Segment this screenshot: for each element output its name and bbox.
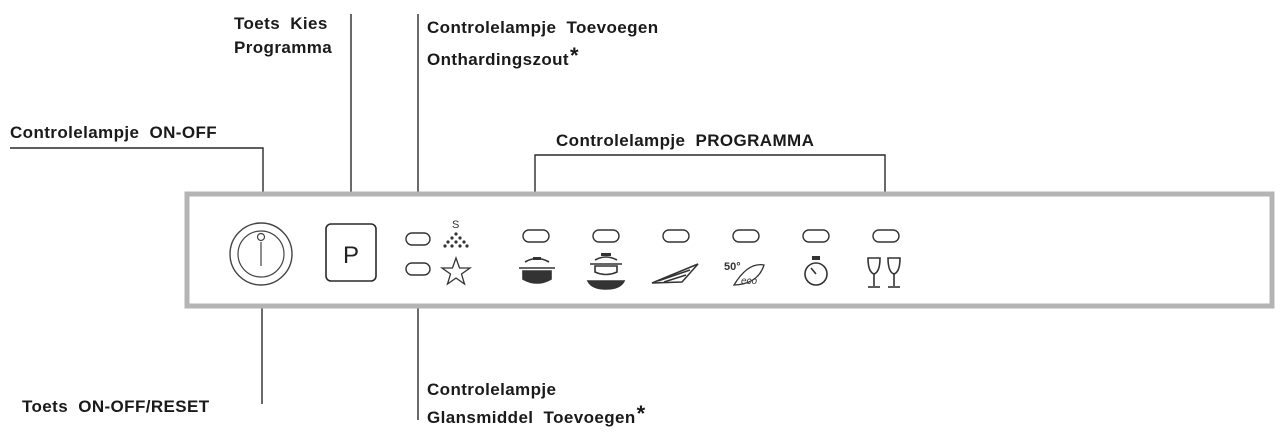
program-lamp-3 — [662, 229, 690, 243]
leader-on-off-light — [10, 147, 264, 196]
leader-lines — [10, 14, 886, 420]
leader-program-lights — [534, 154, 886, 206]
asterisk: * — [636, 401, 646, 426]
label-salt-light: Controlelampje Toevoegen Onthardingszout… — [427, 16, 659, 72]
program-lamp-6 — [872, 229, 900, 243]
pot-and-plate-icon — [586, 253, 626, 290]
label-salt-light-line2: Onthardingszout — [427, 50, 569, 69]
power-icon — [237, 230, 285, 278]
plate-rinse-icon — [651, 263, 699, 284]
program-lamp-4 — [732, 229, 760, 243]
label-rinse-aid-light-line1: Controlelampje — [427, 380, 557, 399]
glasses-icon — [867, 257, 901, 288]
panel-frame — [184, 191, 1275, 309]
label-program-key: Toets Kies Programma — [234, 12, 332, 60]
salt-indicator-lamp — [405, 232, 431, 246]
rinse-aid-icon — [439, 256, 473, 286]
pot-icon — [519, 257, 555, 284]
asterisk: * — [569, 43, 579, 68]
program-button[interactable]: P — [325, 223, 377, 282]
label-program-lights: Controlelampje PROGRAMMA — [556, 131, 815, 150]
label-rinse-aid-light: Controlelampje Glansmiddel Toevoegen* — [427, 378, 646, 430]
program-lamp-1 — [522, 229, 550, 243]
on-off-button[interactable] — [229, 222, 293, 286]
program-lamp-2 — [592, 229, 620, 243]
salt-icon: S — [443, 219, 469, 248]
eco-50-icon: 50° eco — [724, 261, 765, 287]
eco-label: eco — [741, 276, 758, 287]
rinse-aid-indicator-lamp — [405, 262, 431, 276]
program-lamps — [522, 229, 900, 243]
program-button-letter: P — [343, 242, 359, 269]
program-lamp-5 — [802, 229, 830, 243]
label-on-off-light: Controlelampje ON-OFF — [10, 123, 218, 142]
label-program-key-line2: Programma — [234, 38, 333, 57]
label-rinse-aid-light-line2: Glansmiddel Toevoegen — [427, 408, 636, 427]
eco-temperature: 50° — [724, 261, 741, 273]
label-rinse-aid-light-line2-wrap: Glansmiddel Toevoegen* — [427, 402, 646, 430]
label-on-off-reset-key: Toets ON-OFF/RESET — [22, 397, 210, 416]
timer-icon — [804, 256, 828, 286]
label-salt-light-line1: Controlelampje Toevoegen — [427, 18, 659, 37]
on-off-light — [256, 232, 266, 242]
salt-symbol-letter: S — [452, 219, 459, 231]
label-program-key-line1: Toets Kies — [234, 14, 328, 33]
label-salt-light-line2-wrap: Onthardingszout* — [427, 44, 659, 72]
